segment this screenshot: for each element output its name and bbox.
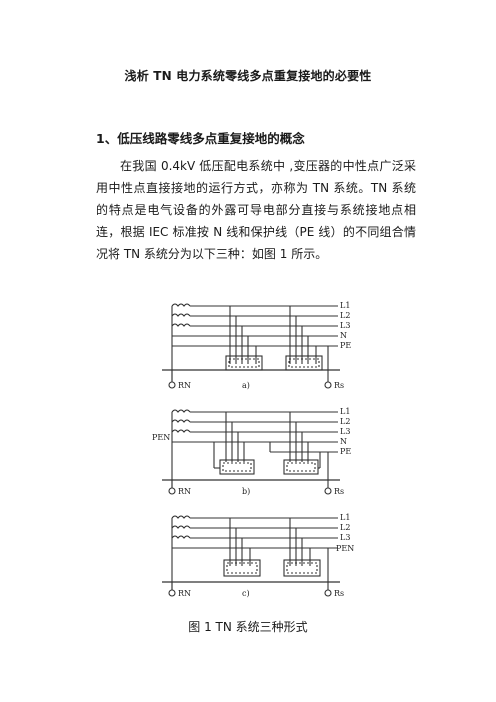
panel-a-label-l1: L1 bbox=[340, 301, 350, 310]
panel-b-ground-right: Rs bbox=[334, 487, 344, 496]
panel-a-diagram bbox=[162, 303, 340, 389]
panel-b-label-pe: PE bbox=[340, 447, 351, 456]
section-heading: 1、低压线路零线多点重复接地的概念 bbox=[96, 131, 305, 146]
panel-c-ground-left: RN bbox=[178, 589, 191, 598]
tn-system-figure: L1 L2 L3 N PE RN Rs a) L1 L2 L3 N PE PEN… bbox=[152, 301, 354, 598]
body-paragraph: 在我国 0.4kV 低压配电系统中 ,变压器的中性点广泛采用中性点直接接地的运行… bbox=[96, 159, 416, 261]
panel-b-label-n: N bbox=[340, 437, 347, 446]
figure-caption: 图 1 TN 系统三种形式 bbox=[188, 620, 308, 634]
panel-a-label-pe: PE bbox=[340, 341, 351, 350]
panel-c-label-l1: L1 bbox=[340, 513, 350, 522]
panel-a-ground-left: RN bbox=[178, 381, 191, 390]
panel-b-label-l3: L3 bbox=[340, 427, 350, 436]
panel-a-caption: a) bbox=[242, 381, 250, 390]
panel-b-label-l1: L1 bbox=[340, 407, 350, 416]
panel-a-label-l2: L2 bbox=[340, 311, 350, 320]
panel-b-caption: b) bbox=[242, 487, 250, 496]
panel-c-label-l3: L3 bbox=[340, 533, 350, 542]
document-title: 浅析 TN 电力系统零线多点重复接地的必要性 bbox=[124, 69, 372, 83]
panel-b-ground-left: RN bbox=[178, 487, 191, 496]
panel-c-label-l2: L2 bbox=[340, 523, 350, 532]
panel-b-diagram bbox=[162, 409, 340, 495]
panel-c-ground-right: Rs bbox=[334, 589, 344, 598]
panel-b-label-pen: PEN bbox=[152, 433, 170, 442]
panel-a-ground-right: Rs bbox=[334, 381, 344, 390]
panel-a-label-l3: L3 bbox=[340, 321, 350, 330]
panel-a-label-n: N bbox=[340, 331, 347, 340]
panel-b-label-l2: L2 bbox=[340, 417, 350, 426]
panel-c-label-pen: PEN bbox=[336, 544, 354, 553]
panel-c-diagram bbox=[162, 515, 340, 597]
panel-c-caption: c) bbox=[242, 589, 250, 598]
